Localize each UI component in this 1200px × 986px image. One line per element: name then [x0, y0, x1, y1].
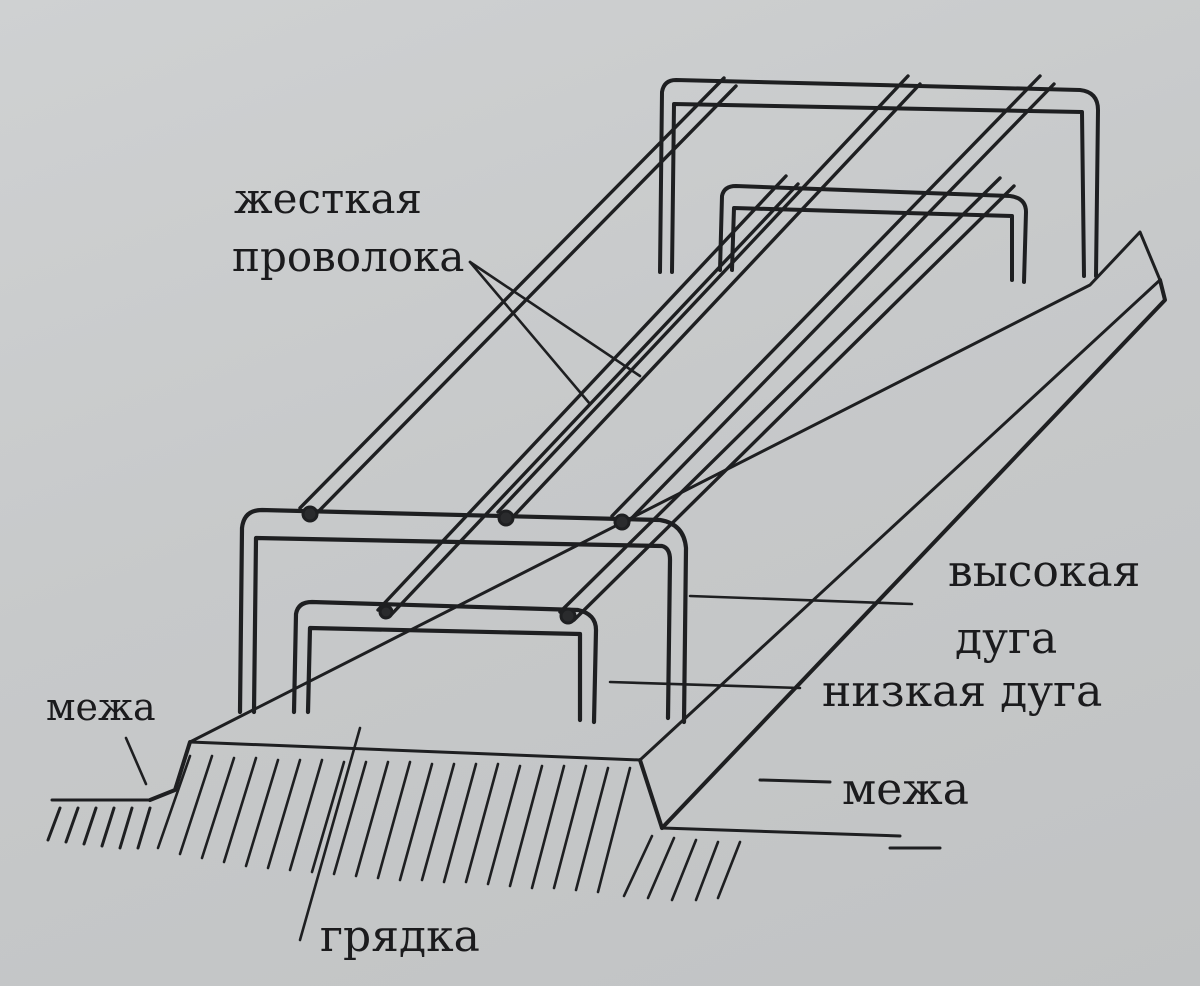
- leader-lines: [124, 260, 914, 942]
- front-high-arc: [237, 507, 689, 725]
- back-low-arc: [718, 184, 1028, 284]
- high-arc-label-line1: высокая: [948, 546, 1141, 597]
- ground-hatching-left: [46, 798, 152, 850]
- wire-joints: [301, 505, 631, 625]
- boundary-label-left: межа: [46, 685, 156, 729]
- back-high-arc: [658, 78, 1100, 278]
- high-arc-label-line2: дуга: [955, 613, 1058, 664]
- ground-hatching-bed: [156, 754, 742, 902]
- stiff-wires: [298, 74, 1056, 622]
- front-low-arc: [291, 599, 599, 725]
- stiff-wire-label-line2: проволока: [232, 232, 465, 281]
- garden-bed-label: грядка: [320, 911, 480, 962]
- stiff-wire-label-line1: жесткая: [234, 174, 423, 223]
- boundary-label-right: межа: [842, 764, 969, 815]
- low-arc-label: низкая дуга: [822, 666, 1103, 717]
- garden-bed-body: [148, 230, 1167, 850]
